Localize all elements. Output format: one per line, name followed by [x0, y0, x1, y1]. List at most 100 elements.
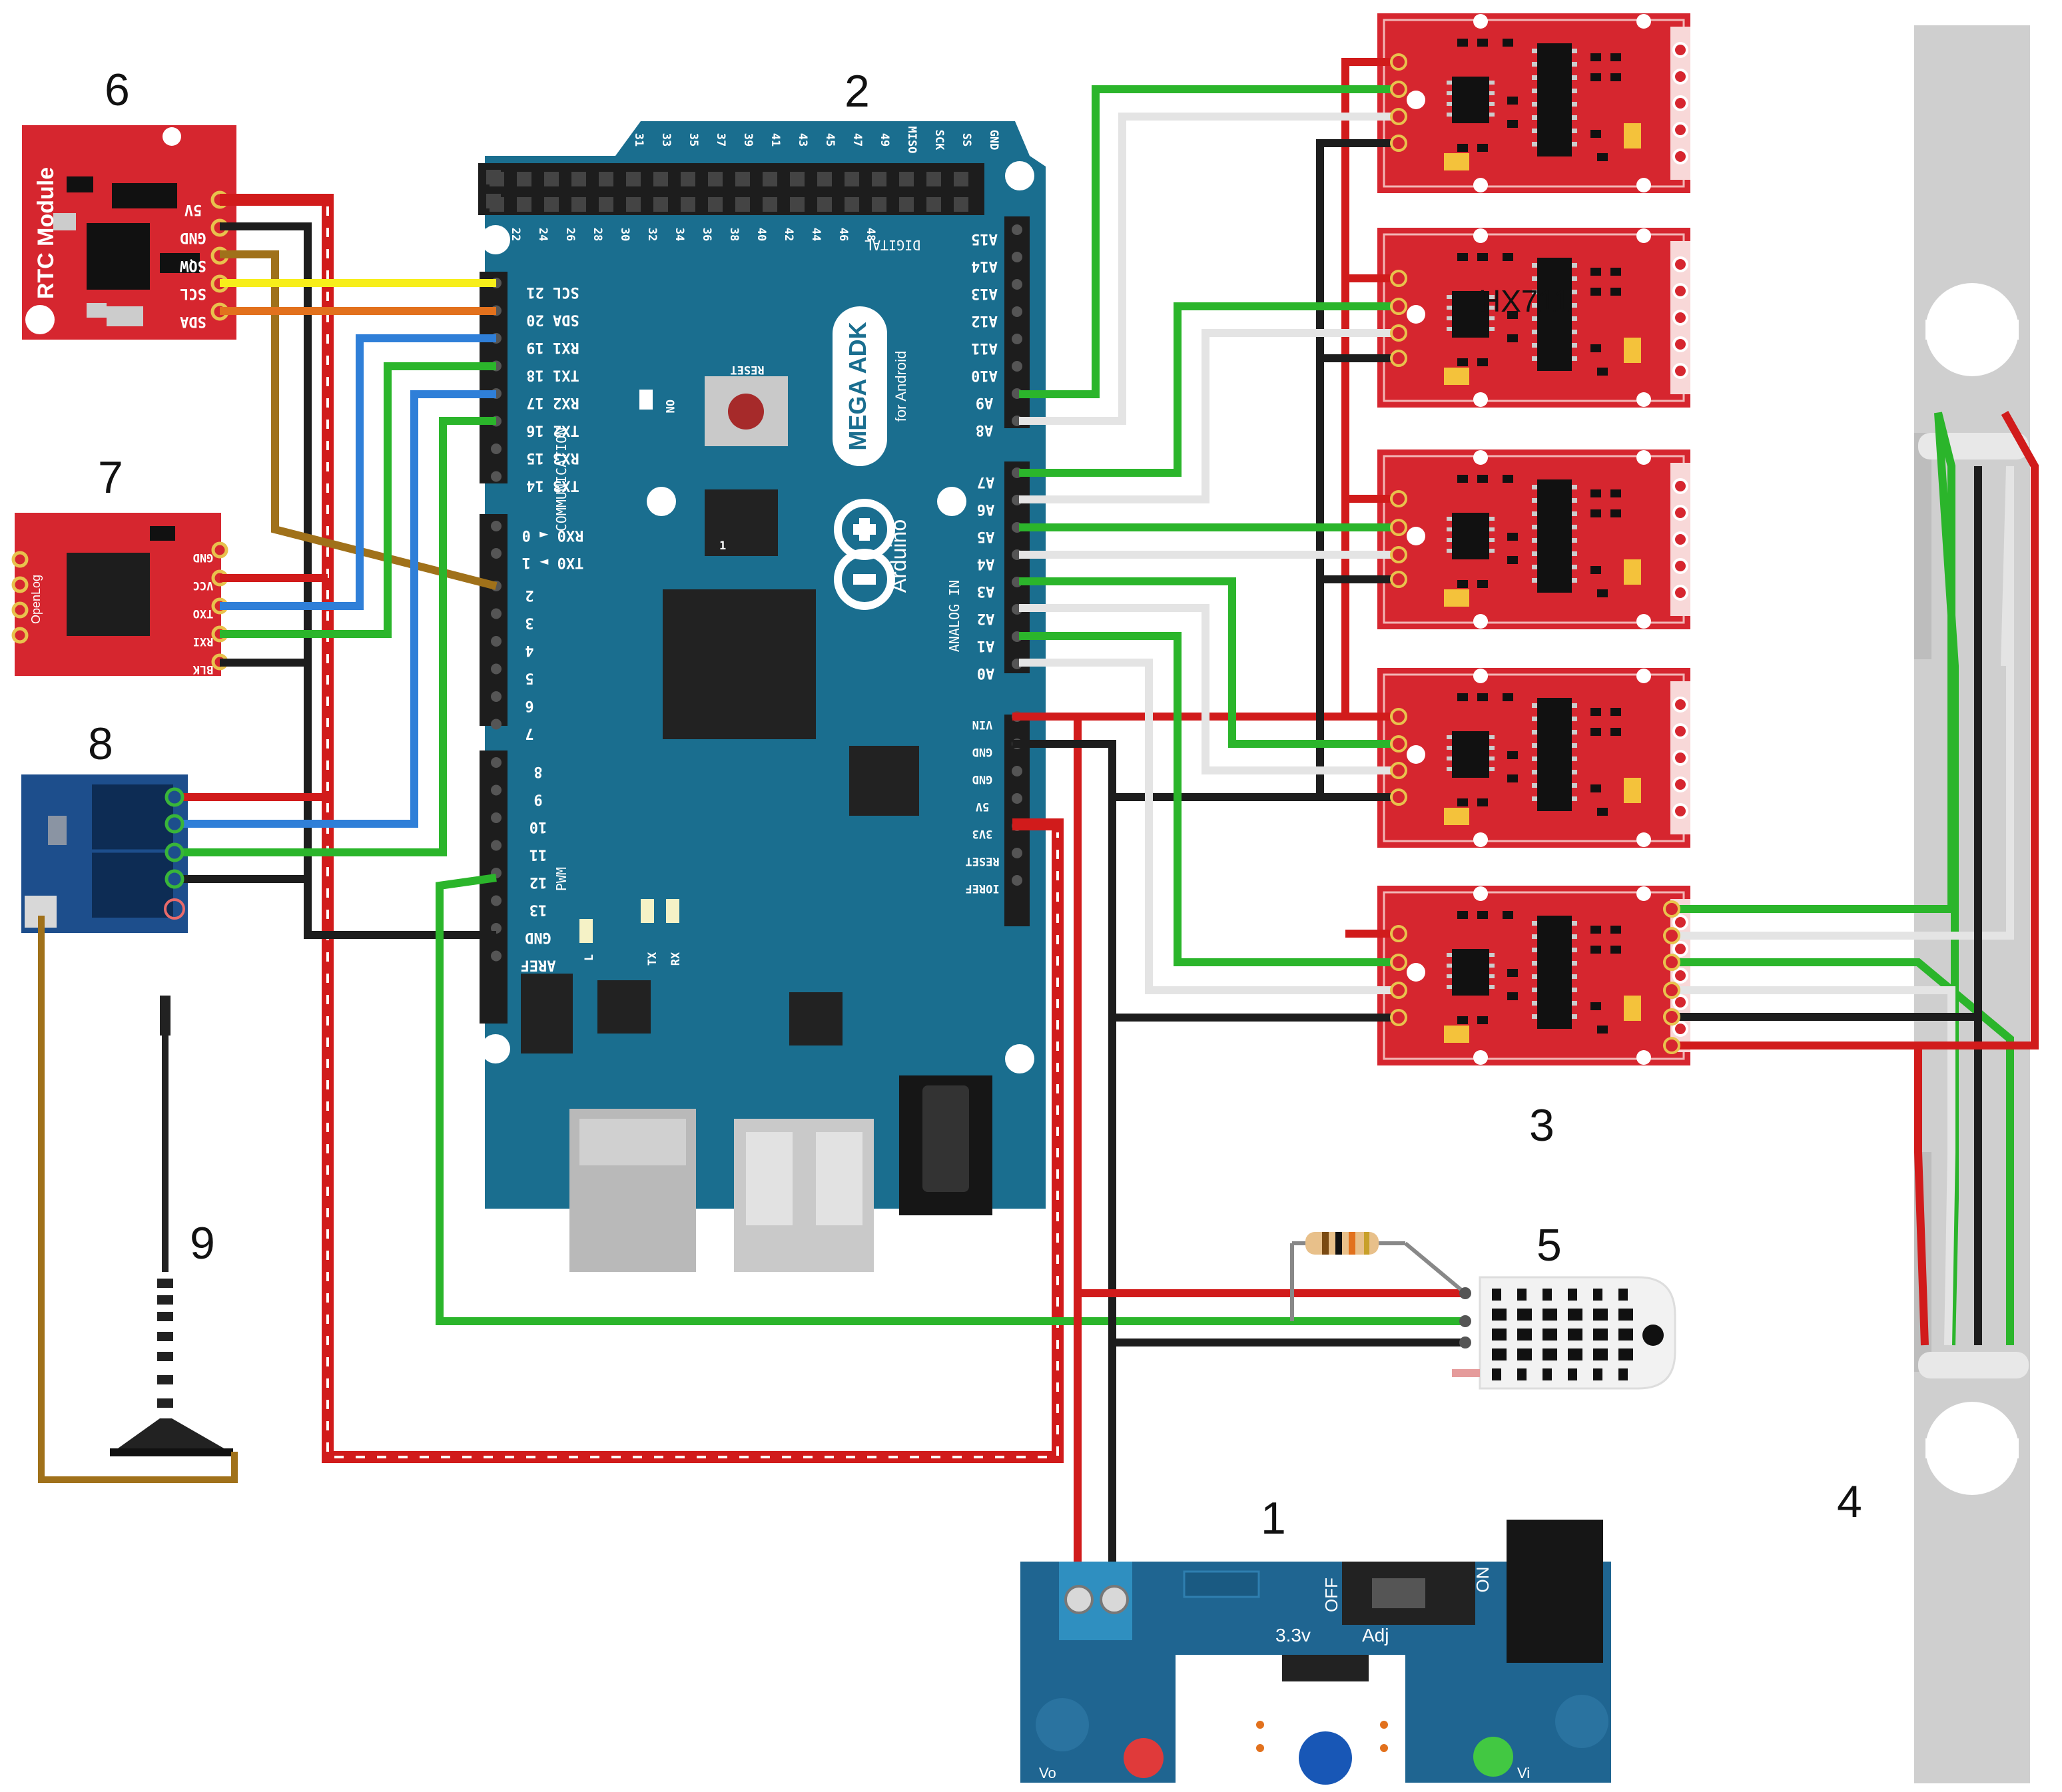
- power-pin-label: RESET: [965, 854, 999, 868]
- header-pin: [491, 757, 502, 768]
- dht-vent: [1543, 1329, 1557, 1341]
- dht-vent: [1618, 1348, 1633, 1360]
- resistor: [1292, 1232, 1405, 1255]
- pwm-pin-label: 2: [525, 587, 533, 603]
- header-pin: [790, 172, 805, 186]
- comm-pin-label: SCL 21: [526, 284, 579, 300]
- header-pin: [1012, 793, 1022, 804]
- dht-pin: [1459, 1337, 1471, 1348]
- bottom-header-label: 30: [618, 228, 631, 241]
- header-pin: [1012, 224, 1022, 235]
- on-label: ON: [663, 400, 676, 413]
- header-pin: [1012, 875, 1022, 886]
- header-pin: [571, 172, 586, 186]
- bottom-header-label: 40: [755, 228, 768, 241]
- header-pin: [544, 197, 559, 212]
- hx711-pin: [1390, 490, 1407, 507]
- pm-off-label: OFF: [1321, 1578, 1341, 1612]
- dht-vent: [1517, 1289, 1527, 1301]
- header-pin: [517, 197, 531, 212]
- header-pin: [708, 197, 723, 212]
- header-pin: [1012, 848, 1022, 858]
- dht-vent: [1568, 1309, 1582, 1321]
- analog-pin-label: A7: [977, 473, 995, 490]
- rtc-pin-label: SDA: [180, 313, 206, 330]
- header-pin: [491, 444, 502, 454]
- dht-vent: [1543, 1348, 1557, 1360]
- dht-vent: [1593, 1309, 1608, 1321]
- header-pin: [599, 197, 613, 212]
- callout-9: 9: [190, 1218, 215, 1269]
- hx711-pin: [1390, 571, 1407, 588]
- header-pin: [1012, 334, 1022, 344]
- comm-pin-label: SDA 20: [526, 312, 579, 328]
- gsm-pin: [165, 842, 184, 862]
- header-pin: [954, 172, 968, 186]
- bottom-header-label: 28: [591, 228, 604, 241]
- hx711-pin: [1390, 762, 1407, 779]
- hx711-pin: [1390, 53, 1407, 71]
- power-module: OFF ON 3.3v Adj Vout Gnd Vin Gnd Vo Vi: [1020, 1520, 1611, 1785]
- comm-pin-label: RX2 17: [526, 394, 579, 411]
- bottom-header-label: 36: [700, 228, 713, 241]
- power-pin-label: 3V3: [972, 827, 993, 840]
- openlog-pin-label: TXO: [193, 607, 214, 620]
- header-pin: [491, 840, 502, 851]
- comm-section-label: COMMUNICATION: [553, 428, 569, 532]
- rtc-pin-label: SCL: [180, 285, 206, 302]
- header-pin: [490, 197, 504, 212]
- bottom-header-label: 46: [837, 228, 850, 241]
- header-pin: [491, 812, 502, 823]
- header-pin: [817, 172, 832, 186]
- board-sub: for Android: [892, 351, 909, 422]
- dht-vent: [1492, 1289, 1501, 1301]
- top-header-label: 37: [714, 133, 727, 147]
- pwm-pin-label: 12: [529, 874, 547, 890]
- openlog-pin: [211, 541, 228, 559]
- uart0-pin-label: RX0 ◄ 0: [522, 527, 584, 543]
- header-pin: [491, 548, 502, 559]
- header-pin: [681, 197, 695, 212]
- top-header-label: 43: [796, 133, 809, 147]
- hx711-pin: [1390, 982, 1407, 999]
- header-pin: [1012, 306, 1022, 317]
- pwm-pin-label: 13: [529, 902, 547, 918]
- comm-pin-label: TX3 14: [526, 477, 579, 494]
- header-pin: [899, 197, 914, 212]
- header-pin: [491, 950, 502, 962]
- dht-vent: [1492, 1309, 1507, 1321]
- dht-vent: [1568, 1329, 1582, 1341]
- pwm-pin-label: 4: [525, 642, 533, 659]
- callout-7: 7: [98, 452, 123, 503]
- top-header-label: MISO: [905, 127, 918, 154]
- top-header-label: 45: [823, 133, 837, 147]
- dht-vent: [1618, 1368, 1628, 1380]
- header-pin-dots: [490, 172, 968, 212]
- hx711-pin: [1390, 519, 1407, 536]
- hx711-pin: [1390, 135, 1407, 152]
- pm-adj-label: Adj: [1362, 1625, 1389, 1645]
- arduino-logo: [834, 499, 895, 610]
- pwm-pin-label: AREF: [521, 957, 556, 974]
- bottom-header-label: 5V: [482, 228, 495, 241]
- header-pin: [491, 471, 502, 482]
- power-pin-label: GND: [972, 745, 993, 758]
- top-header-label: 33: [659, 133, 673, 147]
- openlog-pin-label: RXI: [193, 635, 214, 648]
- pwm-section-label: PWM: [553, 867, 569, 891]
- header-pin: [899, 172, 914, 186]
- header-pin: [1012, 766, 1022, 776]
- dht-vent: [1492, 1329, 1507, 1341]
- power-pin-label: IOREF: [965, 882, 999, 895]
- analog-pin-label: A1: [977, 637, 995, 654]
- analog-pin-label: A15: [971, 230, 998, 247]
- rtc-title: RTC Module: [33, 167, 59, 299]
- hx711-output-pin: [1663, 1008, 1680, 1026]
- header-pin: [653, 197, 668, 212]
